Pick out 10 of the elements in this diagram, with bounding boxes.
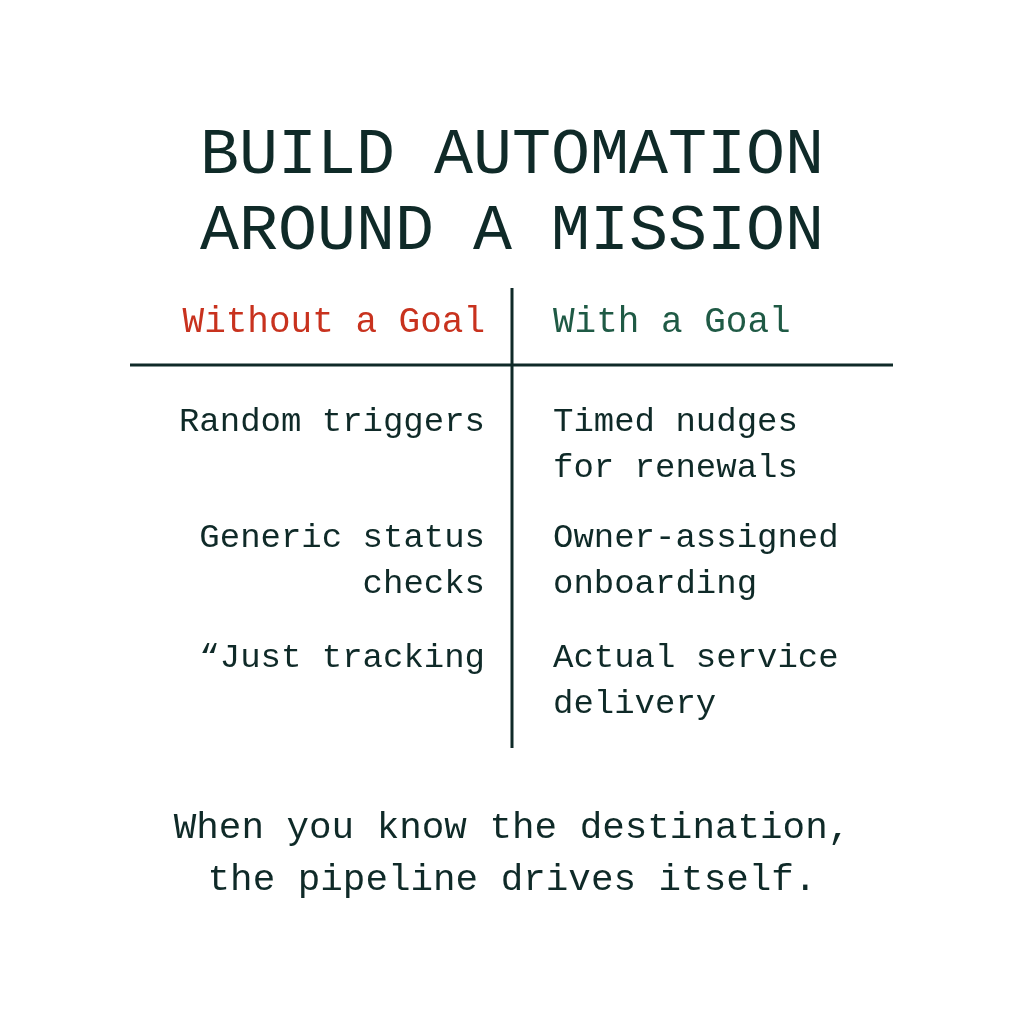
- comparison-item: Timed nudges for renewals: [553, 402, 799, 489]
- column-heading: With a Goal: [553, 301, 792, 345]
- column-heading: Without a Goal: [181, 301, 485, 345]
- caption-text: When you know the destination, the pipeline drives itself.: [172, 806, 852, 903]
- comparison-item: Generic status checks: [198, 518, 485, 605]
- comparison-item: Owner-assigned onboarding: [553, 518, 840, 605]
- comparison-item: “Just tracking: [198, 638, 485, 679]
- heading: BUILD AUTOMATION AROUND A MISSION: [198, 118, 826, 270]
- comparison-item: Actual service delivery: [553, 638, 840, 725]
- comparison-item: Random triggers: [177, 402, 485, 443]
